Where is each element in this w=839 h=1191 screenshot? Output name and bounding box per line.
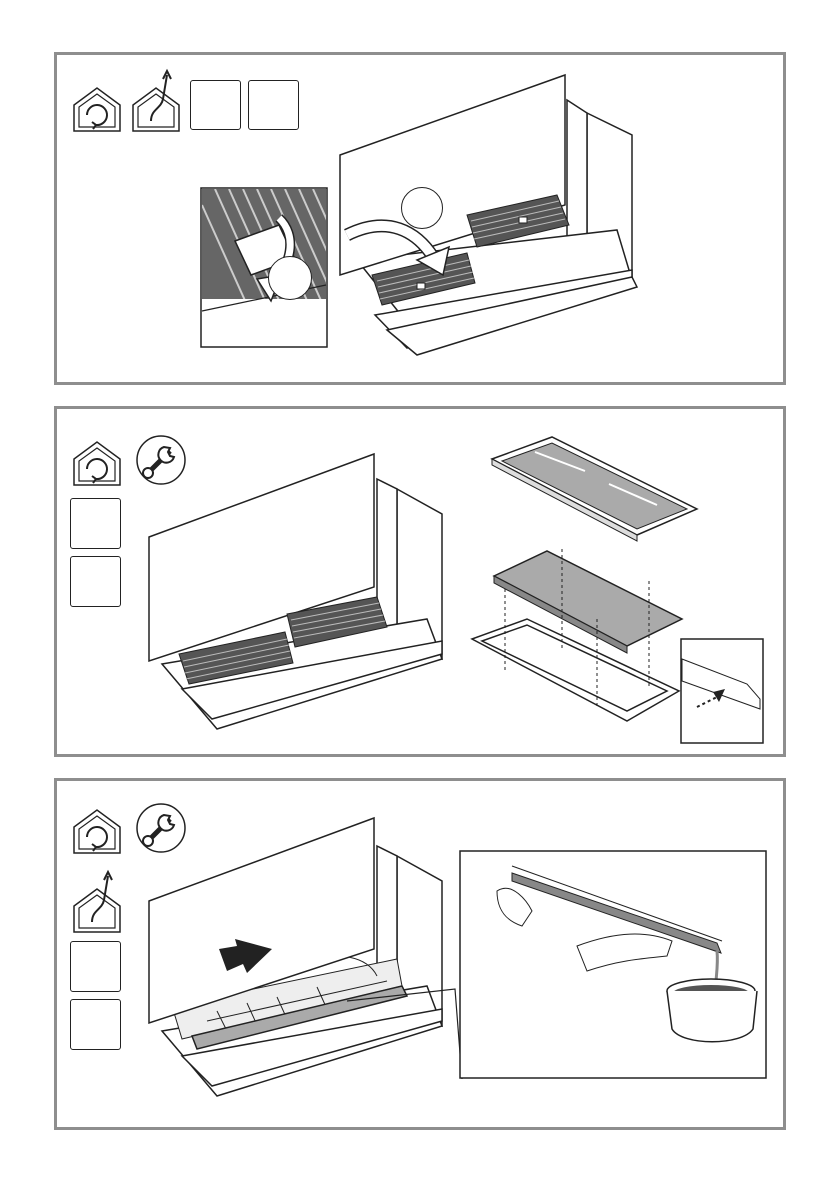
carbon-filter-top [492,437,697,541]
step-1-panel [54,52,786,385]
callout-circle [268,256,312,300]
callout-circle [401,187,443,229]
step-2-panel [54,406,786,757]
step-3-panel [54,778,786,1130]
filter-replacement-illustration [57,409,783,754]
cooker-hood-body [149,454,442,729]
carbon-filter-insert [494,551,682,653]
grease-tray-cleaning-illustration [57,781,783,1127]
